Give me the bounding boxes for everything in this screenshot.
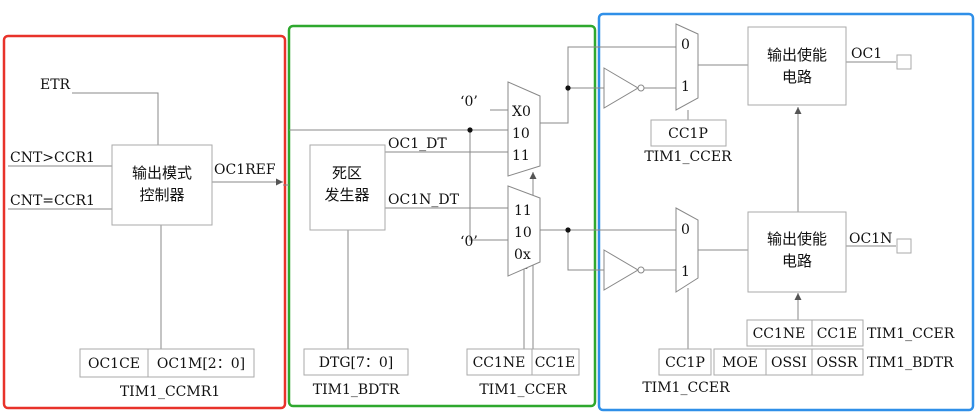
field-cc1p-top-label: CC1P [668,126,708,142]
enable-top-label-line2: 电路 [782,68,812,86]
region-output-control [597,12,975,412]
oc1n-dt-signal-label: OC1N_DT [388,192,460,208]
field-cc1ne-right [746,319,813,347]
register-tim1-ccer-label-mid: TIM1_CCER [479,382,567,398]
field-oc1m-label: OC1M[2：0] [157,356,245,372]
field-cc1ne-right-label: CC1NE [753,326,806,342]
enable-bottom-label-line1: 输出使能 [767,230,827,248]
field-ossr-label: OSSR [817,355,858,371]
field-oc1ce-label: OC1CE [88,356,140,372]
region-deadtime [287,24,597,408]
mux-top-input-10: 10 [512,126,530,142]
field-oc1m [147,348,255,378]
field-ossr [811,348,864,376]
oc1n-output-label: OC1N [849,231,892,247]
mux-bot-zero-label: ‘0’ [460,234,478,250]
mux-bot-input-10: 10 [514,225,532,241]
mux-top-input-11: 11 [512,148,530,164]
inverter-top [603,67,639,109]
deadtime-generator-box [309,144,386,231]
inverter-bottom-bubble [637,266,645,274]
enable-bottom-label-line2: 电路 [782,252,812,270]
input-cnt-eq-label: CNT=CCR1 [10,193,95,209]
oc1-output-label: OC1 [851,46,882,62]
output-mode-controller-box [111,144,213,226]
junction-dot-mux-top-out [565,85,571,91]
input-cnt-gt-label: CNT>CCR1 [10,150,95,166]
selector-bottom-input-0: 0 [681,222,690,238]
deadtime-label-line2: 发生器 [324,186,369,204]
mode-controller-label-line2: 控制器 [139,186,184,204]
field-moe-label: MOE [722,355,758,371]
register-tim1-ccer-label-top: TIM1_CCER [644,149,732,165]
register-tim1-ccer-label-bottom: TIM1_CCER [642,380,730,396]
output-enable-top-box [747,26,847,106]
oc1ref-signal-label: OC1REF [214,162,276,178]
output-enable-bottom-box [747,211,847,293]
field-cc1e-mid [531,348,580,376]
field-cc1ne-mid-label: CC1NE [473,355,526,371]
field-cc1e-right [811,319,864,347]
mux-bot-input-11: 11 [514,203,532,219]
field-dtg [303,348,409,376]
register-tim1-ccer-label-right: TIM1_CCER [867,326,955,342]
field-cc1e-mid-label: CC1E [535,355,576,371]
mode-controller-label-line1: 输出模式 [132,164,192,182]
inverter-bottom [603,249,639,291]
field-cc1p-bottom [658,348,712,376]
register-tim1-bdtr-label-right: TIM1_BDTR [867,355,954,371]
selector-top-input-0: 0 [681,37,690,53]
multiplexer-top [507,81,541,177]
ccmr-register-fields [79,348,255,378]
mux-bot-input-0x: 0x [514,247,531,263]
register-tim1-ccmr1-label: TIM1_CCMR1 [120,384,220,400]
inverter-top-bubble [637,84,645,92]
junction-dot-oc1ref [467,127,473,133]
oc1-pin-terminal [896,54,912,70]
region-output-mode [2,34,287,410]
oc1-dt-signal-label: OC1_DT [388,136,447,152]
junction-dot-mux-bot-out [565,227,571,233]
multiplexer-bottom [507,185,541,277]
mux-top-zero-label: ‘0’ [460,94,478,110]
deadtime-label-line1: 死区 [332,164,362,182]
input-etr-label: ETR [40,77,71,93]
wires-mode-region [8,92,289,349]
field-dtg-label: DTG[7：0] [319,355,393,371]
field-cc1p-top [650,119,727,147]
mux-top-input-x0: X0 [512,104,531,120]
field-cc1ne-mid [466,348,533,376]
enable-top-label-line1: 输出使能 [767,46,827,64]
field-ossi [765,348,813,376]
oc1n-pin-terminal [896,238,912,254]
field-cc1e-right-label: CC1E [817,326,858,342]
field-ossi-label: OSSI [771,355,807,371]
selector-bottom-input-1: 1 [681,264,690,280]
register-tim1-bdtr-label-left: TIM1_BDTR [313,382,400,398]
selector-top [675,23,699,111]
selector-bottom [675,207,699,293]
selector-top-input-1: 1 [681,79,690,95]
field-cc1p-bottom-label: CC1P [665,355,705,371]
